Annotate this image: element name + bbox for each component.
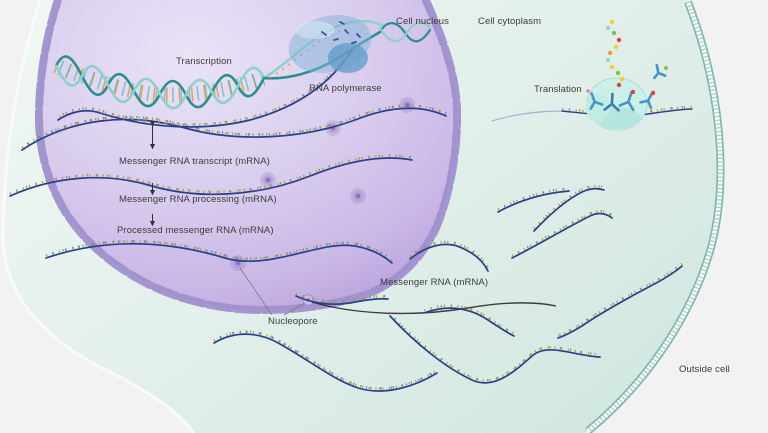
free-nucleotides (321, 21, 361, 44)
label-rna-polymerase: RNA polymerase (309, 83, 382, 94)
mrna-strand-cytoplasm (212, 184, 684, 392)
label-mrna-transcript: Messenger RNA transcript (mRNA) (119, 156, 270, 167)
label-transcription: Transcription (176, 56, 232, 67)
label-nucleopore: Nucleopore (268, 316, 318, 327)
label-outside-cell: Outside cell (679, 364, 730, 375)
label-mrna-processing: Messenger RNA processing (mRNA) (119, 194, 277, 205)
label-messenger-rna: Messenger RNA (mRNA) (380, 277, 489, 288)
label-processed-mrna: Processed messenger RNA (mRNA) (117, 225, 274, 236)
nucleopore-leader-lines (239, 267, 306, 316)
label-cell-cytoplasm: Cell cytoplasm (478, 16, 542, 27)
label-cell-nucleus: Cell nucleus (396, 16, 449, 27)
nuclear-envelope (34, 0, 462, 315)
mrna-strand-translation (491, 105, 694, 122)
label-translation: Translation (534, 84, 582, 95)
ribosome-illustration (586, 19, 668, 131)
amino-acid-dots (586, 66, 668, 96)
rna-polymerase-illustration (288, 14, 372, 74)
cell-membrane (585, 0, 725, 433)
cell-nucleus-body (34, 0, 462, 315)
cell-boundary-left (1, 0, 196, 433)
polypeptide-chain (605, 19, 625, 88)
trna-molecules (589, 63, 667, 112)
